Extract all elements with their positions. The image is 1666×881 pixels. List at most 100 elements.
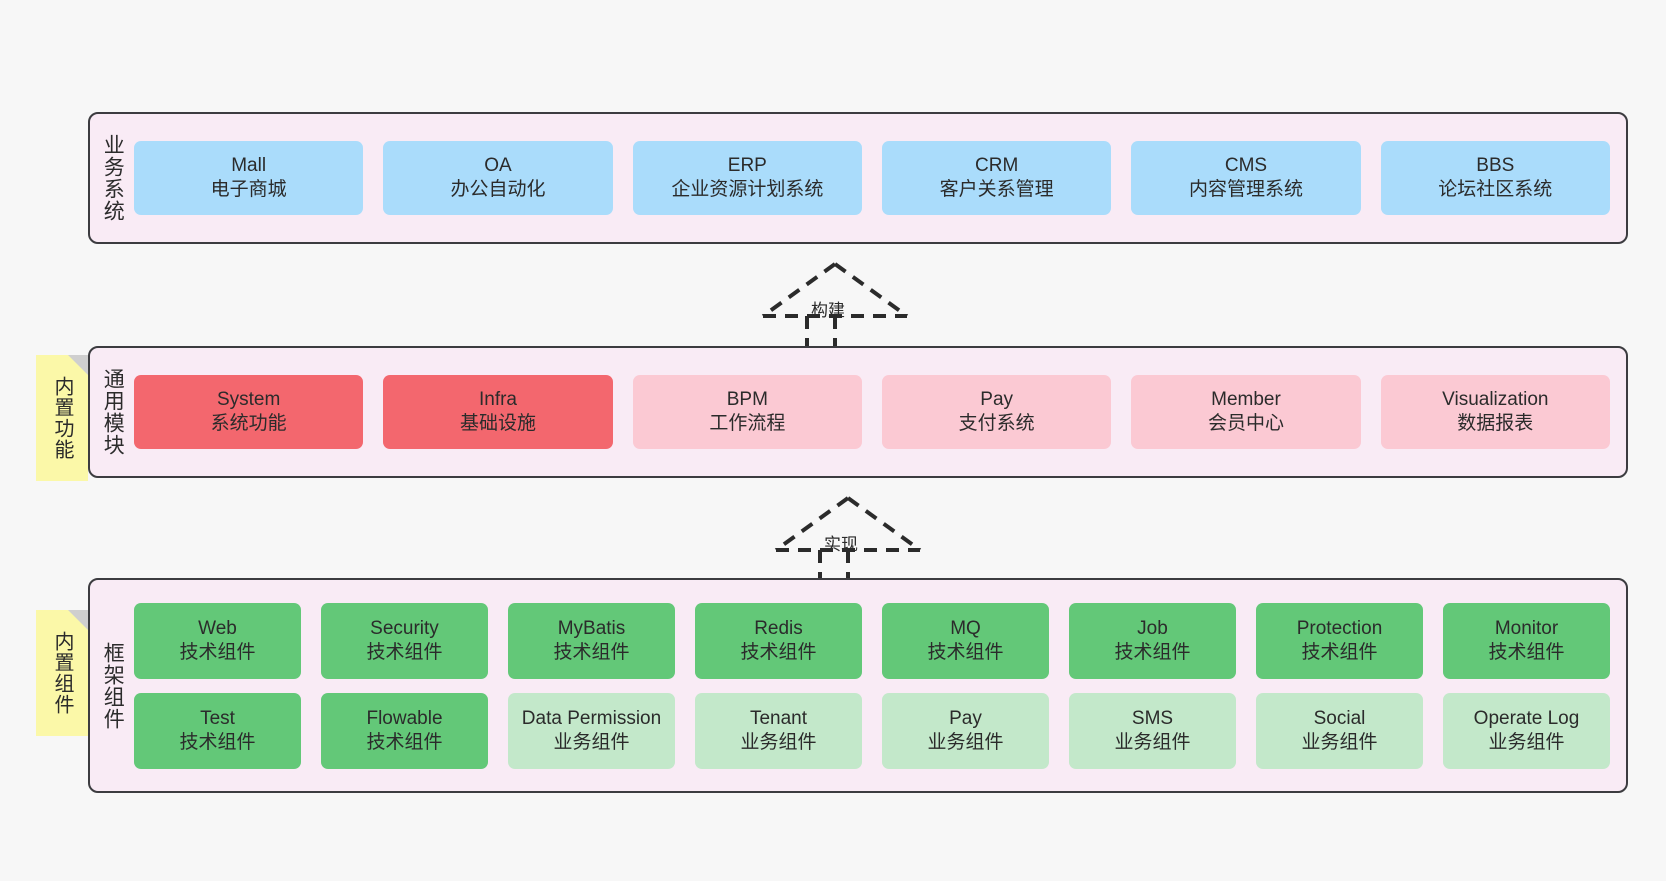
card-subtitle: 业务组件: [1301, 731, 1378, 753]
card-subtitle: 技术组件: [927, 641, 1004, 663]
card-title: BPM: [726, 389, 768, 411]
card-title: Data Permission: [521, 707, 662, 729]
card-title: Test: [200, 707, 235, 729]
card-subtitle: 支付系统: [958, 413, 1035, 434]
card-subtitle: 内容管理系统: [1188, 179, 1303, 200]
note-fold-icon: [68, 610, 88, 630]
card-subtitle: 电子商城: [210, 179, 287, 200]
card-data-permission[interactable]: Data Permission 业务组件: [508, 692, 675, 769]
card-subtitle: 基础设施: [459, 413, 536, 434]
card-subtitle: 技术组件: [366, 641, 443, 663]
card-subtitle: 技术组件: [740, 641, 817, 663]
card-title: Infra: [478, 389, 517, 411]
card-subtitle: 技术组件: [1301, 641, 1378, 663]
arrow-build: 构建: [755, 258, 915, 350]
card-member[interactable]: Member 会员中心: [1131, 375, 1361, 449]
section-common-module[interactable]: 通用模块 System 系统功能 Infra 基础设施 BPM 工作流程 Pay…: [88, 346, 1628, 478]
card-title: Mall: [231, 155, 267, 177]
card-subtitle: 业务组件: [553, 731, 630, 753]
card-title: CRM: [975, 155, 1019, 177]
card-subtitle: 工作流程: [709, 413, 786, 434]
card-title: SMS: [1131, 707, 1174, 729]
card-title: Tenant: [749, 707, 808, 729]
card-protection[interactable]: Protection 技术组件: [1256, 602, 1423, 679]
card-sms[interactable]: SMS 业务组件: [1069, 692, 1236, 769]
card-subtitle: 技术组件: [179, 641, 256, 663]
card-bbs[interactable]: BBS 论坛社区系统: [1380, 141, 1610, 215]
card-redis[interactable]: Redis 技术组件: [695, 602, 862, 679]
card-title: CMS: [1224, 155, 1268, 177]
card-title: MyBatis: [557, 617, 626, 639]
card-pay-module[interactable]: Pay 支付系统: [881, 375, 1112, 449]
section-label-framework-component: 框架组件: [101, 641, 125, 730]
card-title: Redis: [754, 617, 803, 639]
card-infra[interactable]: Infra 基础设施: [383, 375, 613, 449]
section-label-business-system: 业务系统: [101, 134, 125, 222]
arrow-label-implement: 实现: [824, 535, 858, 554]
card-subtitle: 论坛社区系统: [1438, 179, 1553, 200]
card-subtitle: 业务组件: [740, 731, 817, 753]
card-mq[interactable]: MQ 技术组件: [882, 602, 1049, 679]
card-title: Visualization: [1442, 389, 1549, 411]
card-subtitle: 技术组件: [366, 731, 443, 753]
card-title: ERP: [727, 155, 767, 177]
card-title: Pay: [949, 707, 982, 729]
card-job[interactable]: Job 技术组件: [1069, 602, 1236, 679]
card-title: Flowable: [366, 707, 443, 729]
card-title: Job: [1137, 617, 1168, 639]
card-subtitle: 办公自动化: [450, 179, 546, 200]
card-title: Operate Log: [1473, 707, 1580, 729]
card-mall[interactable]: Mall 电子商城: [134, 141, 364, 215]
card-title: Social: [1313, 707, 1366, 729]
card-title: Pay: [980, 389, 1014, 411]
card-test[interactable]: Test 技术组件: [134, 692, 301, 769]
card-title: BBS: [1476, 155, 1515, 177]
card-subtitle: 企业资源计划系统: [671, 179, 824, 200]
card-bpm[interactable]: BPM 工作流程: [632, 375, 862, 449]
card-subtitle: 业务组件: [1488, 731, 1565, 753]
section-business-system[interactable]: 业务系统 Mall 电子商城 OA 办公自动化 ERP 企业资源计划系统 CRM…: [88, 112, 1628, 244]
card-subtitle: 业务组件: [927, 731, 1004, 753]
card-subtitle: 会员中心: [1207, 413, 1284, 434]
card-title: MQ: [950, 617, 981, 639]
card-subtitle: 技术组件: [1114, 641, 1191, 663]
card-oa[interactable]: OA 办公自动化: [383, 141, 613, 215]
card-web[interactable]: Web 技术组件: [134, 602, 301, 679]
card-cms[interactable]: CMS 内容管理系统: [1131, 141, 1361, 215]
card-monitor[interactable]: Monitor 技术组件: [1443, 602, 1610, 679]
section-label-common-module: 通用模块: [101, 368, 125, 456]
sticky-note-text: 内置组件: [51, 631, 73, 715]
section-framework-component[interactable]: 框架组件 Web 技术组件 Security 技术组件 MyBatis 技术组件…: [88, 578, 1628, 793]
card-crm[interactable]: CRM 客户关系管理: [881, 141, 1112, 215]
card-subtitle: 客户关系管理: [939, 179, 1054, 200]
card-operate-log[interactable]: Operate Log 业务组件: [1443, 692, 1610, 769]
card-title: Security: [370, 617, 439, 639]
card-subtitle: 技术组件: [1488, 641, 1565, 663]
card-mybatis[interactable]: MyBatis 技术组件: [508, 602, 675, 679]
card-subtitle: 系统功能: [210, 413, 287, 434]
card-pay-component[interactable]: Pay 业务组件: [882, 692, 1049, 769]
card-system[interactable]: System 系统功能: [134, 375, 364, 449]
sticky-note-builtin-component[interactable]: 内置组件: [36, 610, 88, 736]
section-cards-business-system: Mall 电子商城 OA 办公自动化 ERP 企业资源计划系统 CRM 客户关系…: [134, 114, 1626, 242]
card-title: Monitor: [1494, 617, 1559, 639]
card-social[interactable]: Social 业务组件: [1256, 692, 1423, 769]
card-subtitle: 业务组件: [1114, 731, 1191, 753]
card-row: System 系统功能 Infra 基础设施 BPM 工作流程 Pay 支付系统…: [134, 375, 1610, 449]
card-security[interactable]: Security 技术组件: [321, 602, 488, 679]
card-flowable[interactable]: Flowable 技术组件: [321, 692, 488, 769]
card-row: Web 技术组件 Security 技术组件 MyBatis 技术组件 Redi…: [134, 602, 1610, 679]
card-tenant[interactable]: Tenant 业务组件: [695, 692, 862, 769]
sticky-note-builtin-function[interactable]: 内置功能: [36, 355, 88, 481]
card-visualization[interactable]: Visualization 数据报表: [1380, 375, 1610, 449]
arrow-implement: 实现: [768, 492, 928, 584]
section-cards-common-module: System 系统功能 Infra 基础设施 BPM 工作流程 Pay 支付系统…: [134, 348, 1626, 476]
note-fold-icon: [68, 355, 88, 375]
card-title: Web: [198, 617, 237, 639]
card-subtitle: 技术组件: [179, 731, 256, 753]
arrow-label-build: 构建: [811, 301, 845, 320]
card-subtitle: 数据报表: [1457, 413, 1534, 434]
card-erp[interactable]: ERP 企业资源计划系统: [632, 141, 862, 215]
card-title: Member: [1211, 389, 1281, 411]
